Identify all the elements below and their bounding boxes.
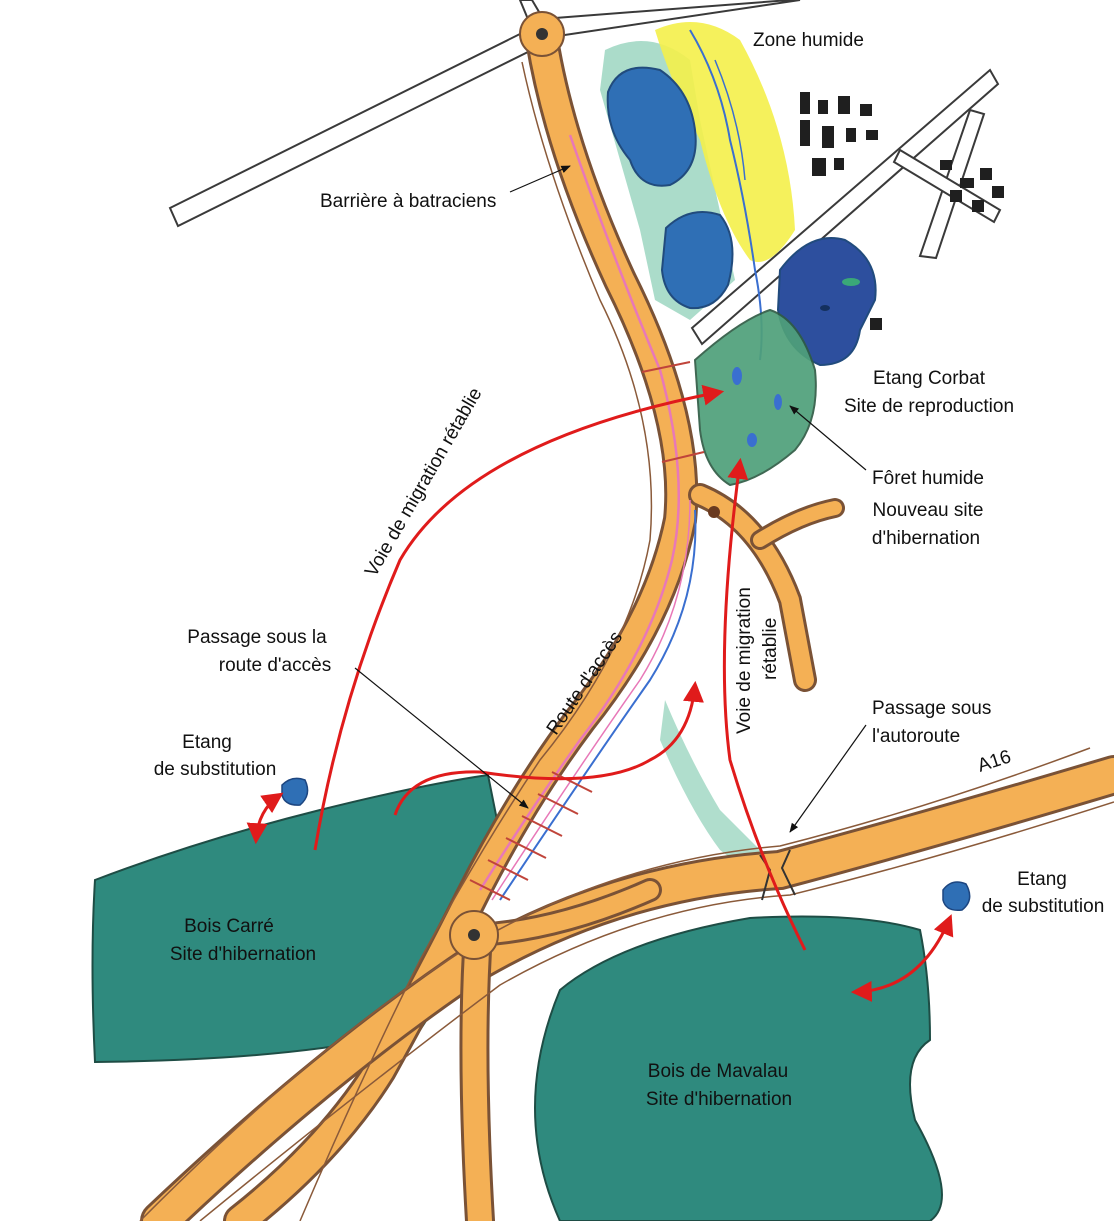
route-acces xyxy=(226,26,696,1221)
label-bois-mavalau: Bois de Mavalau xyxy=(648,1061,788,1082)
pond-north-2 xyxy=(660,211,734,310)
bois-carre-area xyxy=(91,773,502,1064)
label-voie-migration-right-1: Voie de migration xyxy=(734,587,755,734)
label-foret-humide: Fôret humide xyxy=(872,468,984,489)
label-etang-subst-left-2: de substitution xyxy=(154,759,277,780)
label-etang-corbat: Etang Corbat xyxy=(873,368,986,389)
label-passage-autoroute-1: Passage sous xyxy=(872,698,991,719)
road-village-diagonal xyxy=(690,68,1000,346)
migration-arrow-left xyxy=(313,384,725,851)
pond-east-islet2 xyxy=(820,305,830,311)
migration-arrow-middle xyxy=(393,680,704,816)
label-nouveau-site-hibernation: d'hibernation xyxy=(872,528,980,549)
label-passage-autoroute-2: l'autoroute xyxy=(872,726,960,747)
label-passage-route-2: route d'accès xyxy=(219,655,331,676)
label-site-reproduction: Site de reproduction xyxy=(844,396,1014,417)
arrow-subst-right xyxy=(850,914,954,1002)
pond-north-1 xyxy=(606,66,697,187)
label-voie-migration-left: Voie de migration rétablie xyxy=(361,384,486,580)
roundabouts xyxy=(449,11,720,960)
label-etang-subst-right: Etang xyxy=(1017,869,1067,890)
stream-branch xyxy=(714,59,746,181)
label-zone-humide: Zone humide xyxy=(753,30,864,51)
label-nouveau-site: Nouveau site xyxy=(873,500,984,521)
barrier-blue xyxy=(499,509,697,901)
arrow-subst-left xyxy=(246,792,284,845)
bois-mavalau-area xyxy=(534,915,943,1221)
migration-arrows xyxy=(246,384,954,1002)
underpass-ticks xyxy=(469,361,705,901)
label-etang-subst-right-2: de substitution xyxy=(982,896,1105,917)
ponds-north xyxy=(606,66,877,367)
foret-humide-area xyxy=(693,308,817,487)
barrier-pink2 xyxy=(491,499,691,901)
label-barriere: Barrière à batraciens xyxy=(320,191,496,212)
leader-lines xyxy=(354,165,867,833)
label-voie-migration-right-2: rétablie xyxy=(760,618,781,680)
migration-arrow-right xyxy=(722,457,807,951)
junction-dot xyxy=(708,506,720,518)
village-buildings xyxy=(800,92,1004,330)
pond-east-islet xyxy=(842,278,860,286)
main-roads xyxy=(140,23,1114,1221)
marsh-yellow xyxy=(655,22,795,262)
label-etang-subst-left: Etang xyxy=(182,732,232,753)
label-bois-carre-site: Site d'hibernation xyxy=(170,944,316,965)
foret-humide-water xyxy=(732,367,782,447)
road-margins xyxy=(139,61,1114,1221)
label-bois-mavalau-site: Site d'hibernation xyxy=(646,1089,792,1110)
substitution-ponds xyxy=(281,777,971,912)
label-a16: A16 xyxy=(975,746,1014,776)
etang-substitution-right xyxy=(942,881,971,912)
east-branch2-fill xyxy=(753,501,842,547)
label-passage-route-1: Passage sous la xyxy=(187,627,327,648)
label-bois-carre: Bois Carré xyxy=(184,916,274,937)
green-corridor-south xyxy=(660,700,770,880)
etang-substitution-left xyxy=(281,777,309,806)
ramp-south-fill xyxy=(462,923,492,1221)
